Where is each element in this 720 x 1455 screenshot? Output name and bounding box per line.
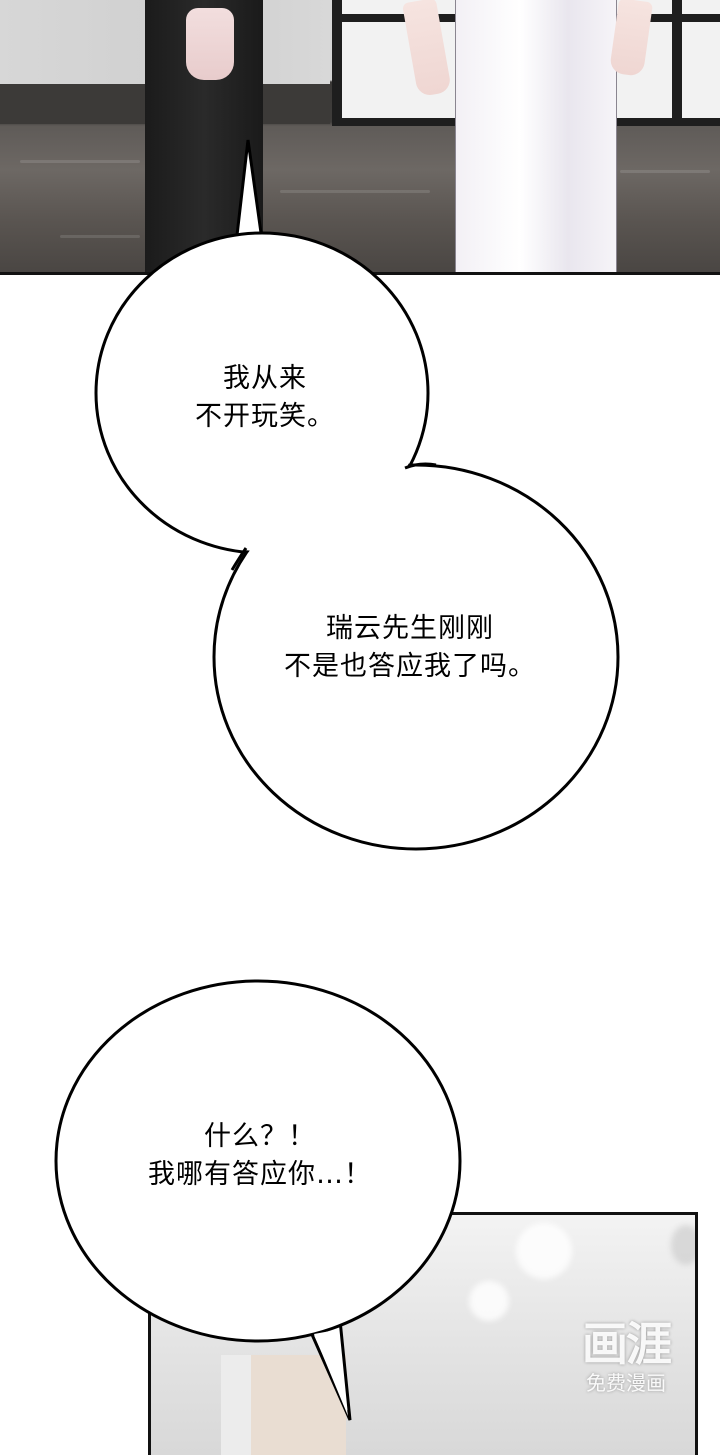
- speech-line: 什么？！: [204, 1121, 316, 1152]
- speech-bubble-3: 什么？！ 我哪有答应你…！: [100, 1118, 420, 1194]
- watermark-logo: 画涯: [582, 1317, 672, 1371]
- watermark-subtitle: 免费漫画: [586, 1371, 666, 1395]
- speech-bubble-2: 瑞云先生刚刚 不是也答应我了吗。: [240, 610, 580, 686]
- hand: [186, 8, 234, 80]
- speech-bubble-1: 我从来 不开玩笑。: [140, 360, 390, 436]
- speech-line: 我哪有答应你…！: [148, 1159, 372, 1190]
- white-trousers-figure: [455, 0, 617, 272]
- speech-line: 我从来: [223, 363, 307, 394]
- watermark: 画涯 免费漫画: [566, 1318, 686, 1396]
- speech-line: 瑞云先生刚刚: [326, 613, 494, 644]
- speech-line: 不开玩笑。: [195, 401, 335, 432]
- top-panel: [0, 0, 720, 275]
- speech-line: 不是也答应我了吗。: [284, 651, 536, 682]
